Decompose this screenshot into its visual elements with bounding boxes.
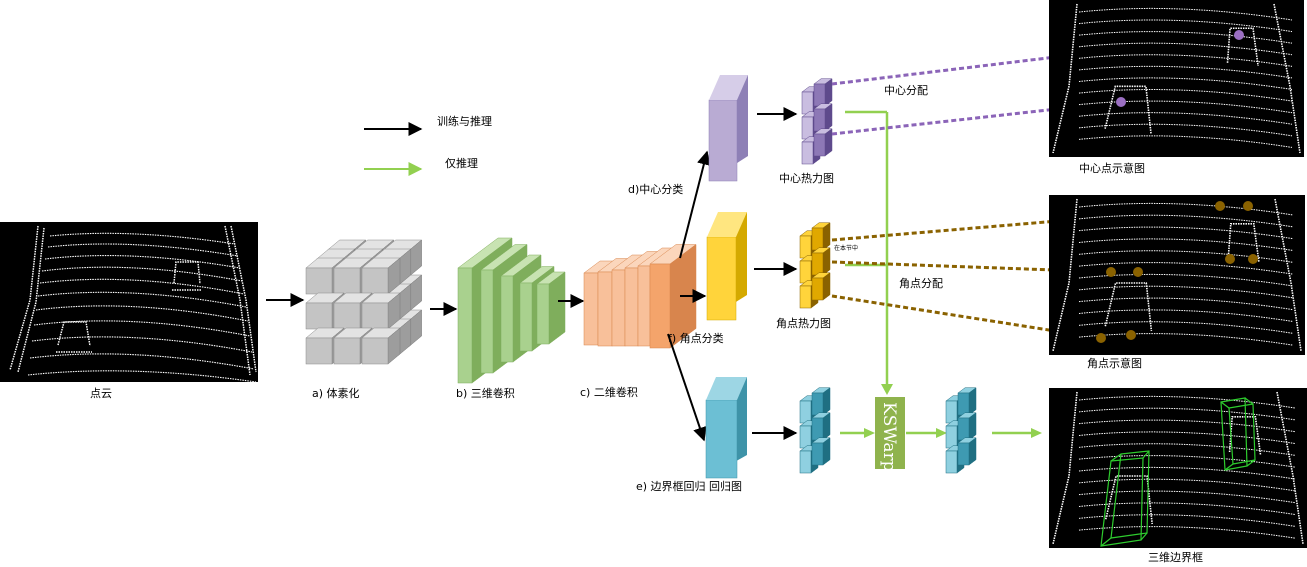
corner-heatmap-stack (799, 222, 831, 309)
corner-cls-slab (706, 212, 747, 321)
bbox3d-image (1049, 388, 1307, 548)
warped-output-stack (945, 387, 977, 474)
center-point-image (1049, 0, 1304, 157)
in-section-note: 在本节中 (834, 244, 858, 252)
corner-dots (1096, 201, 1258, 343)
legend-infer-only: 仅推理 (445, 156, 478, 170)
corner-assign-label: 角点分配 (899, 277, 943, 290)
corner-diagram-label: 角点示意图 (1087, 356, 1142, 370)
bbox-reg-slab (705, 377, 747, 479)
center-cls-slab (708, 75, 748, 182)
center-dots (1116, 30, 1244, 107)
bbox-regression-stack (799, 387, 831, 474)
center-cls-label: d)中心分类 (628, 182, 683, 196)
center-heatmap-stack (801, 78, 833, 165)
voxel-cubes (305, 239, 423, 365)
corner-cls-label: f) 角点分类 (668, 331, 724, 345)
conv2d-blocks (583, 244, 697, 349)
conv3d-label: b) 三维卷积 (456, 386, 515, 400)
point-cloud-label: 点云 (90, 387, 112, 400)
bbox3d-label: 三维边界框 (1148, 551, 1203, 564)
legend-train-infer: 训练与推理 (437, 114, 492, 128)
kswarp-block: KSWarp (875, 397, 905, 472)
point-cloud-image (0, 222, 258, 383)
conv3d-blocks (457, 237, 566, 384)
center-diagram-label: 中心点示意图 (1079, 161, 1145, 175)
center-assign-label: 中心分配 (884, 84, 928, 97)
voxelize-label: a) 体素化 (312, 386, 360, 400)
inference-flow (840, 110, 1035, 435)
corner-heatmap-label: 角点热力图 (776, 317, 831, 330)
conv2d-label: c) 二维卷积 (580, 385, 638, 399)
corner-point-image (1049, 195, 1305, 355)
kswarp-label: KSWarp (879, 402, 899, 472)
bbox-reg-label: e) 边界框回归 回归图 (636, 479, 742, 493)
center-heatmap-label: 中心热力图 (779, 172, 834, 185)
